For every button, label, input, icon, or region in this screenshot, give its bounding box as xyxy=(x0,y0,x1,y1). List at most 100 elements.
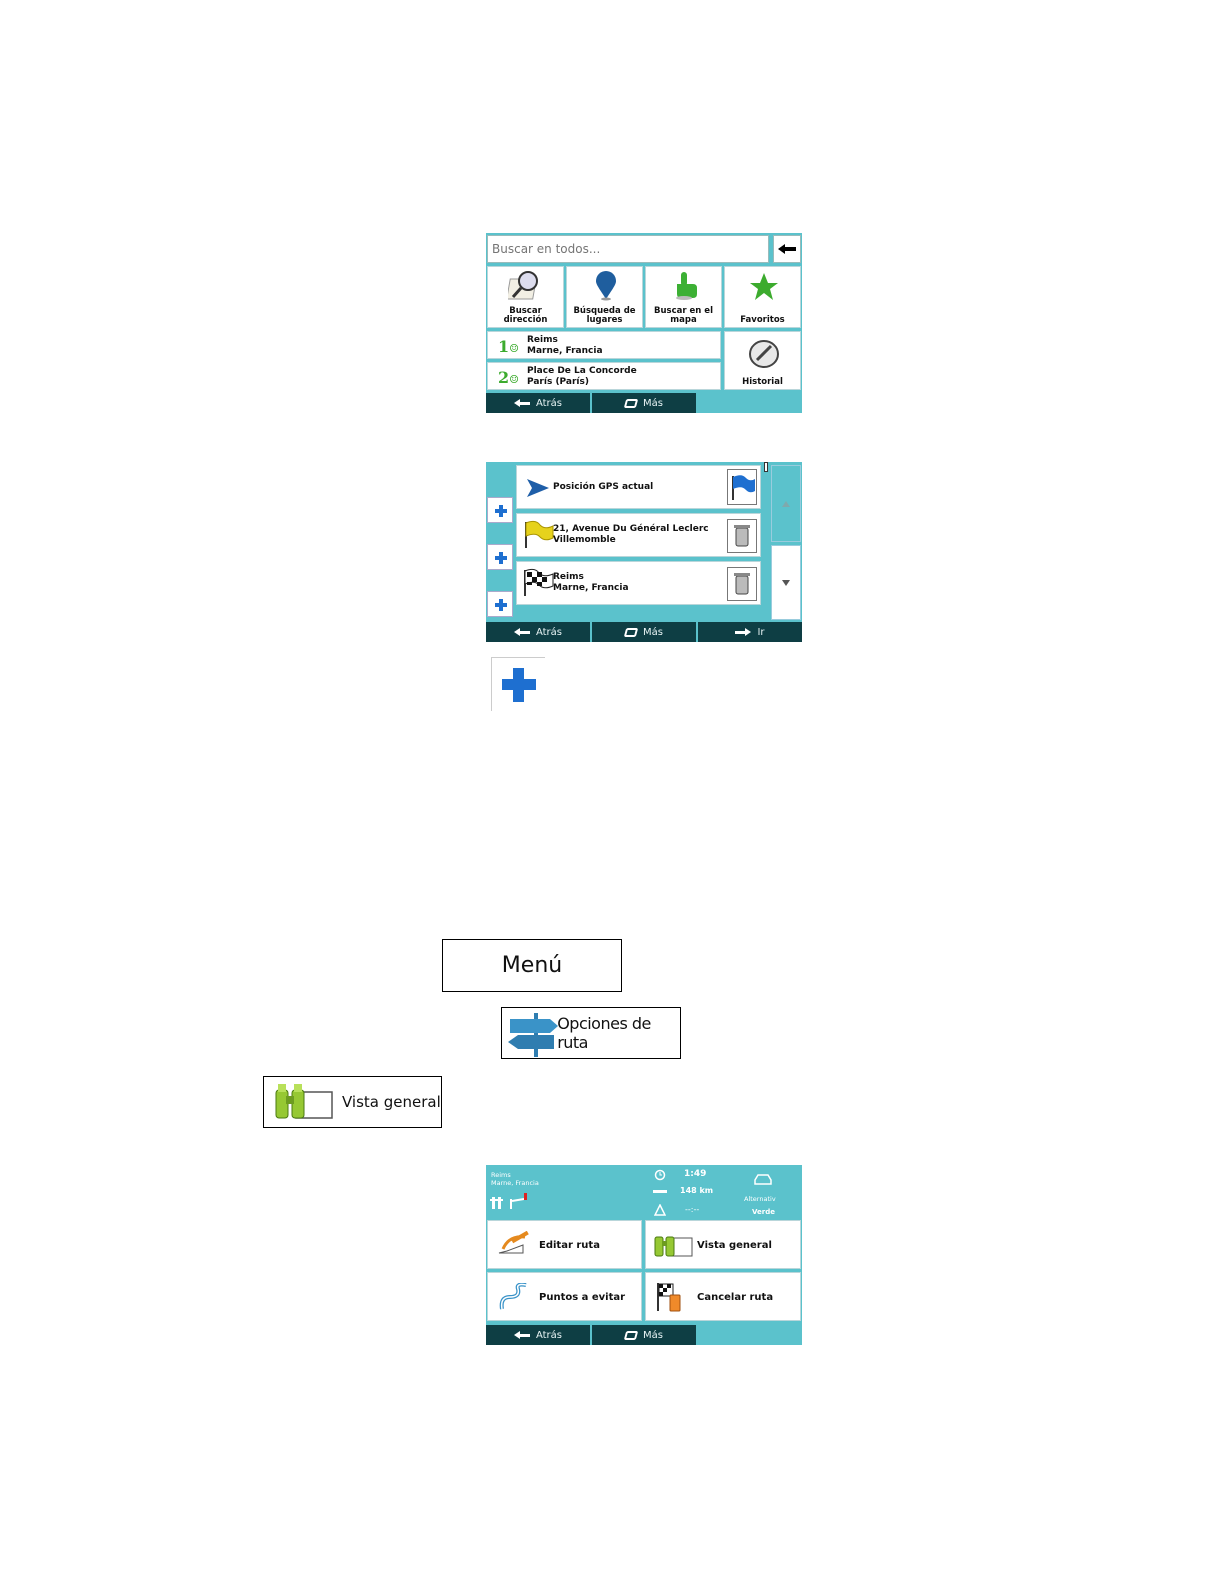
search-input[interactable] xyxy=(487,235,769,263)
flag-icon xyxy=(732,475,755,500)
recent-line1: Reims xyxy=(527,335,558,345)
checkered-flag-icon xyxy=(524,568,554,596)
scroll-up-icon xyxy=(782,500,790,507)
warning-icon xyxy=(654,1204,666,1216)
route-item-line2: Marne, Francia xyxy=(553,583,629,593)
trash-icon xyxy=(734,525,750,547)
bar-spacer xyxy=(698,393,802,413)
more-button[interactable]: Más xyxy=(592,1325,696,1345)
route-edit-screen: Posición GPS actual 21, Avenue Du Généra… xyxy=(486,462,802,642)
tile-label: Puntos a evitar xyxy=(539,1292,626,1303)
more-icon xyxy=(623,398,639,408)
more-icon xyxy=(623,1330,639,1340)
flag-button[interactable] xyxy=(727,469,757,505)
more-button[interactable]: Más xyxy=(592,393,696,413)
tile-place-search[interactable]: Búsqueda de lugares xyxy=(566,266,643,328)
bottom-bar: Atrás Más Ir xyxy=(486,622,802,642)
route-options-label: Opciones de ruta xyxy=(557,1014,651,1052)
add-waypoint-button[interactable] xyxy=(491,657,545,711)
edit-route-button[interactable]: Editar ruta xyxy=(487,1220,642,1269)
scroll-down-icon xyxy=(782,579,790,586)
route-options-button[interactable]: Opciones de ruta xyxy=(501,1007,681,1059)
tile-history[interactable]: Historial xyxy=(724,331,801,390)
recent-item[interactable]: 2☺ Place De La Concorde París (París) xyxy=(487,362,721,390)
gps-arrow-icon xyxy=(527,479,549,497)
more-button[interactable]: Más xyxy=(592,622,696,642)
history-icon xyxy=(749,340,779,368)
arrow-left-icon xyxy=(513,628,530,636)
arrow-left-icon xyxy=(513,399,530,407)
route-item[interactable]: Posición GPS actual xyxy=(516,465,761,509)
route-item-line1: 21, Avenue Du Général Leclerc xyxy=(553,524,709,534)
tile-label: Buscar dirección xyxy=(503,306,548,325)
recent-line2: Marne, Francia xyxy=(527,346,603,356)
tile-search-map[interactable]: Buscar en el mapa xyxy=(645,266,722,328)
signpost-icon xyxy=(508,1013,558,1057)
tile-search-address[interactable]: Buscar dirección xyxy=(487,266,564,328)
bar-spacer xyxy=(698,1325,802,1345)
destination-line1: Reims xyxy=(491,1171,511,1179)
route-item[interactable]: Reims Marne, Francia xyxy=(516,561,761,605)
cancel-route-icon xyxy=(657,1283,681,1312)
tile-label: Vista general xyxy=(697,1240,772,1251)
back-button[interactable]: Atrás xyxy=(486,1325,590,1345)
magnifier-map-icon xyxy=(508,271,538,300)
tile-label: Editar ruta xyxy=(539,1240,600,1251)
route-eta: --:-- xyxy=(685,1205,700,1214)
arrow-left-icon xyxy=(778,244,796,254)
scroll-down-button[interactable] xyxy=(771,545,801,620)
edit-route-icon xyxy=(498,1231,529,1254)
distance-icon xyxy=(653,1190,667,1193)
back-button[interactable]: Atrás xyxy=(486,622,590,642)
add-waypoint-button[interactable] xyxy=(487,544,513,570)
delete-button[interactable] xyxy=(727,519,757,553)
trash-icon xyxy=(734,573,750,595)
route-item-line1: Posición GPS actual xyxy=(553,482,654,492)
search-back-button[interactable] xyxy=(773,235,801,263)
avoid-route-icon xyxy=(499,1283,527,1310)
alternative-value: Verde xyxy=(752,1208,775,1216)
bottom-bar: Atrás Más xyxy=(486,1325,802,1345)
route-item-line1: Reims xyxy=(553,572,584,582)
go-button[interactable]: Ir xyxy=(698,622,802,642)
more-icon xyxy=(623,627,639,637)
pointing-hand-icon xyxy=(676,272,697,300)
delete-button[interactable] xyxy=(727,567,757,601)
route-menu-screen: Reims Marne, Francia 1:49 148 km --:-- A… xyxy=(486,1165,802,1345)
tile-favorites[interactable]: Favoritos xyxy=(724,266,801,328)
road-sign-icon xyxy=(490,1193,527,1209)
overview-route-button[interactable]: Vista general xyxy=(645,1220,801,1269)
cancel-route-button[interactable]: Cancelar ruta xyxy=(645,1272,801,1321)
recent-2-icon: 2☺ xyxy=(498,368,520,387)
menu-label: Menú xyxy=(501,953,563,978)
route-item[interactable]: 21, Avenue Du Général Leclerc Villemombl… xyxy=(516,513,761,557)
add-waypoint-button[interactable] xyxy=(487,497,513,523)
add-waypoint-button[interactable] xyxy=(487,591,513,617)
destination-line2: Marne, Francia xyxy=(491,1179,539,1187)
overview-button[interactable]: Vista general xyxy=(263,1076,442,1128)
tile-label: Favoritos xyxy=(740,315,785,325)
recent-line2: París (París) xyxy=(527,377,589,387)
alternative-label: Alternativ xyxy=(744,1195,776,1203)
yellow-flag-icon xyxy=(525,520,554,548)
route-item-line2: Villemomble xyxy=(553,535,616,545)
overview-label: Vista general xyxy=(342,1093,441,1111)
scroll-up-button[interactable] xyxy=(771,465,801,542)
tile-label: Historial xyxy=(742,377,783,387)
binoculars-icon xyxy=(275,1084,333,1119)
tile-label: Búsqueda de lugares xyxy=(573,306,636,325)
recent-line1: Place De La Concorde xyxy=(527,366,637,376)
menu-button[interactable]: Menú xyxy=(442,939,622,992)
scroll-indicator[interactable] xyxy=(764,462,768,472)
star-icon xyxy=(750,273,778,300)
route-time: 1:49 xyxy=(684,1169,707,1179)
bottom-bar: Atrás Más xyxy=(486,393,802,413)
avoid-points-button[interactable]: Puntos a evitar xyxy=(487,1272,642,1321)
arrow-right-icon xyxy=(735,628,752,636)
recent-item[interactable]: 1☺ Reims Marne, Francia xyxy=(487,331,721,359)
arrow-left-icon xyxy=(513,1331,530,1339)
back-button[interactable]: Atrás xyxy=(486,393,590,413)
binoculars-icon xyxy=(654,1236,693,1257)
tile-label: Cancelar ruta xyxy=(697,1292,774,1303)
search-screen: Buscar dirección Búsqueda de lugares Bus… xyxy=(486,233,802,413)
